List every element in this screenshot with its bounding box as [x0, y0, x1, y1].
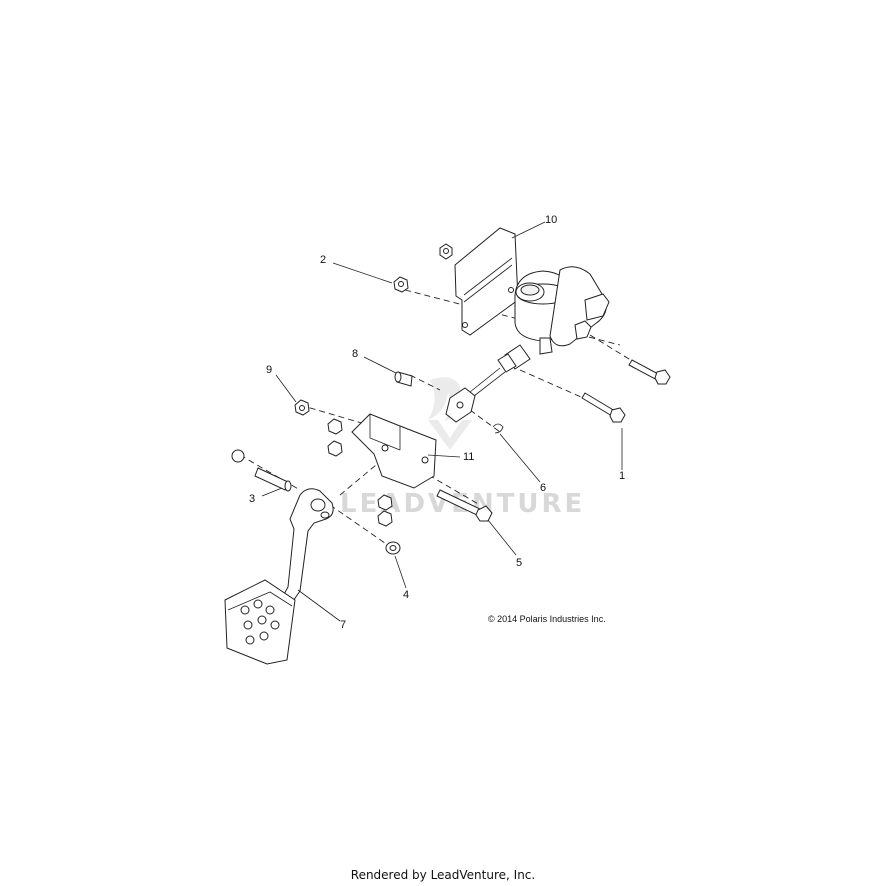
- pedal-arm-part-7: [277, 488, 334, 612]
- callout-3: 3: [249, 493, 255, 505]
- callout-8: 8: [352, 348, 358, 360]
- bolt-part-1: [581, 359, 671, 423]
- bracket-plate-part-10: [454, 227, 519, 336]
- clevis-pin-part-8: [394, 371, 413, 387]
- callout-5: 5: [516, 557, 522, 569]
- bushing-part-3: [231, 449, 292, 492]
- clip-part-6: [492, 423, 504, 434]
- rendered-by-footer: Rendered by LeadVenture, Inc.: [350, 868, 536, 882]
- callout-11: 11: [463, 451, 474, 463]
- callout-4: 4: [403, 589, 409, 601]
- callout-10: 10: [545, 214, 557, 226]
- callout-1: 1: [619, 470, 625, 482]
- master-cylinder: [445, 266, 610, 423]
- callout-6: 6: [540, 482, 546, 494]
- nut-part-10a: [439, 243, 453, 260]
- copyright-notice: © 2014 Polaris Industries Inc.: [488, 614, 606, 624]
- nut-group: [327, 418, 393, 527]
- pedal-pad: [224, 579, 296, 665]
- pivot-bolt-part-5: [436, 489, 493, 522]
- pedal-bracket-part-11: [351, 413, 437, 489]
- flange-bushing-part-4: [385, 541, 401, 555]
- callout-7: 7: [340, 619, 346, 631]
- nut-part-9: [294, 399, 310, 416]
- callout-9: 9: [266, 364, 272, 376]
- callout-2: 2: [320, 254, 326, 266]
- nut-part-2: [393, 276, 409, 293]
